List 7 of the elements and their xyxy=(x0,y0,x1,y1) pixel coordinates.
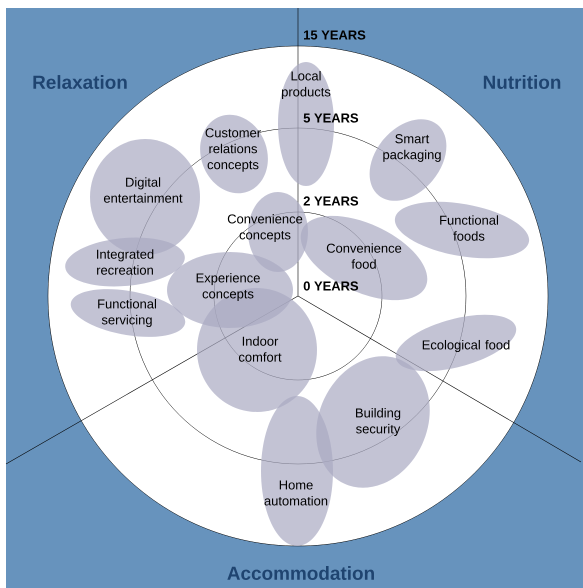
sector-label: Accommodation xyxy=(227,566,374,580)
year-label: 2 YEARS xyxy=(304,196,358,206)
year-label: 5 YEARS xyxy=(304,113,358,123)
year-label: 0 YEARS xyxy=(304,281,358,291)
year-label: 15 YEARS xyxy=(304,30,366,40)
sector-label: Nutrition xyxy=(484,75,560,89)
sector-label: Relaxation xyxy=(33,75,127,89)
